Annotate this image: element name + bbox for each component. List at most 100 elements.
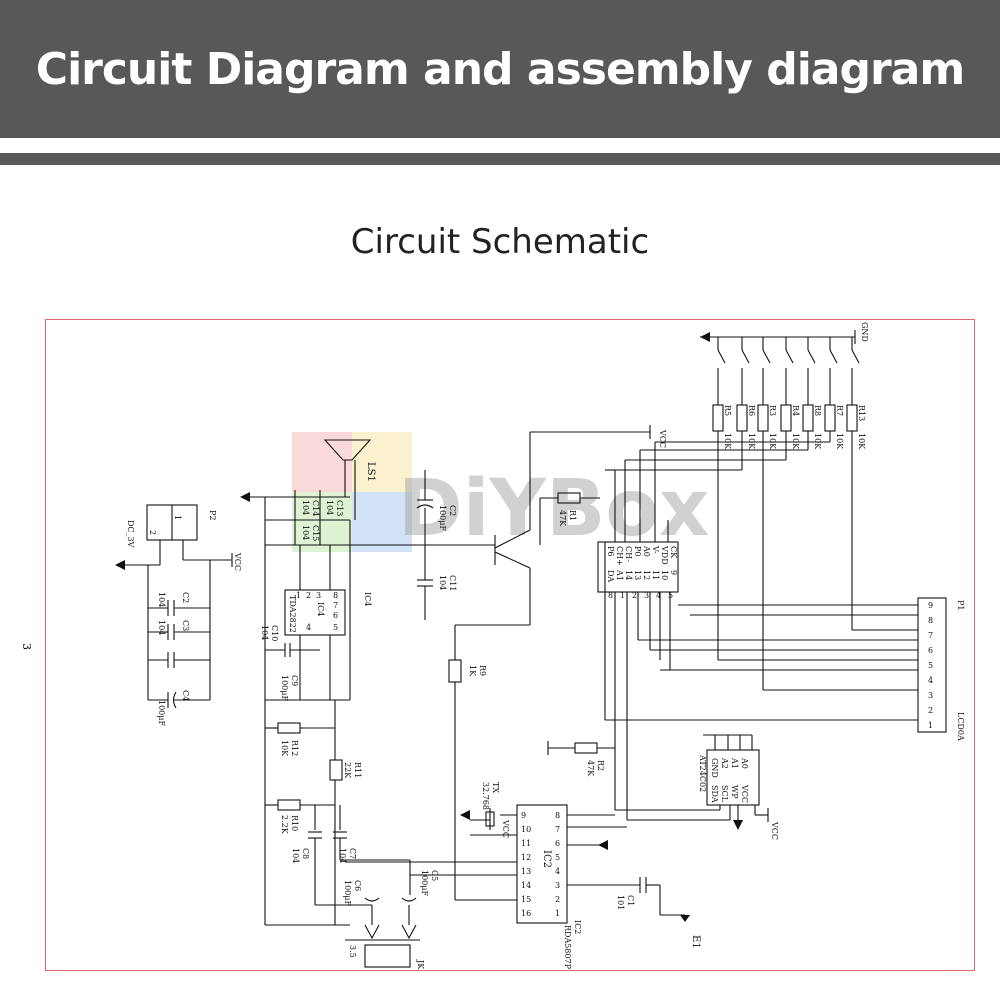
label-c4: C4 <box>181 690 190 701</box>
ic2-pin-7: 7 <box>555 825 560 834</box>
label-r6-val: 10K <box>747 433 756 450</box>
mcu-pin-9: 9 <box>669 570 678 575</box>
mcu-pin-a1: A1 <box>615 569 624 581</box>
label-c8-val: 104 <box>291 848 300 863</box>
mcu-pin-chp: CH+ <box>615 546 624 566</box>
ic2-pin-16: 16 <box>521 909 531 918</box>
section-title: Circuit Schematic <box>350 222 650 262</box>
label-c2-val: 104 <box>157 592 166 607</box>
label-c15: C15 <box>311 525 320 541</box>
mcu-pin-14: 14 <box>624 570 633 580</box>
p1-pin-9: 9 <box>928 601 933 610</box>
mcu-pin-3: 3 <box>644 591 649 600</box>
mcu-pin-12: 12 <box>642 570 651 580</box>
mcu-pin-8: 8 <box>608 591 613 600</box>
label-r3-val: 10K <box>768 433 777 450</box>
p1-pin-1: 1 <box>928 721 933 730</box>
eeprom-chip <box>706 749 760 806</box>
label-e1: E1 <box>690 935 701 949</box>
label-r5: R5 <box>723 405 732 416</box>
label-rda: RDA5807P <box>563 925 572 970</box>
ic4-pin-6: 6 <box>333 611 338 620</box>
mcu-pin-da: DA <box>606 570 615 582</box>
label-c9: C9 <box>290 675 299 686</box>
label-ic4: IC4 <box>363 592 372 606</box>
label-c3: C3 <box>181 620 190 631</box>
label-c6: C6 <box>353 880 362 891</box>
header-banner: Circuit Diagram and assembly diagram <box>0 0 1000 138</box>
ic2-pin-6: 6 <box>555 839 560 848</box>
ic2-pin-4: 4 <box>555 867 560 876</box>
label-r10: R10 <box>290 815 299 831</box>
label-c4-val: 100μF <box>157 700 166 726</box>
mcu-pin-1: 1 <box>620 591 625 600</box>
label-r7-val: 10K <box>835 433 844 450</box>
label-r8: R8 <box>813 405 822 416</box>
label-c14: C14 <box>311 500 320 516</box>
label-c2b: C2 <box>448 505 457 516</box>
label-c9-val: 100μF <box>280 675 289 701</box>
label-r9-val: 1K <box>468 665 477 677</box>
p1-pin-8: 8 <box>928 616 933 625</box>
header-divider <box>0 153 1000 165</box>
label-p2: P2 <box>208 510 217 520</box>
p1-pin-7: 7 <box>928 631 933 640</box>
watermark: DiYBox <box>292 432 709 554</box>
label-c7: C7 <box>348 848 357 859</box>
label-jk: JK <box>416 959 425 970</box>
label-c3-val: 104 <box>157 620 166 635</box>
label-vcc-1: VCC <box>233 552 242 571</box>
mcu-pin-10: 10 <box>660 570 669 580</box>
ic2-chip <box>516 804 568 924</box>
schematic-labels: DC_3V P2 1 2 VCC C2 104 C3 104 C4 100μF … <box>126 322 965 970</box>
mcu-pin-5: 5 <box>668 591 673 600</box>
label-ic4-inner: IC4 <box>316 602 325 616</box>
label-r6: R6 <box>747 405 756 416</box>
ic2-pin-8: 8 <box>555 811 560 820</box>
label-r1: R1 <box>568 510 577 521</box>
ic2-pin-9: 9 <box>521 811 526 820</box>
p1-pin-5: 5 <box>928 661 933 670</box>
mcu-pin-vdd: VDD <box>660 545 669 565</box>
at-pin-sda: SDA <box>710 785 719 803</box>
label-c6-val: 100μF <box>343 880 352 906</box>
schematic-frame <box>45 319 975 971</box>
label-c13: C13 <box>335 500 344 516</box>
mcu-pin-vm: V- <box>651 545 660 554</box>
label-c14-val: 104 <box>301 500 310 515</box>
label-c11: C11 <box>448 575 457 591</box>
label-vcc-2: VCC <box>658 429 667 448</box>
label-c11-val: 104 <box>438 575 447 590</box>
label-r4-val: 10K <box>791 433 800 450</box>
header-title: Circuit Diagram and assembly diagram <box>35 43 965 95</box>
label-vcc-4: VCC <box>770 821 779 840</box>
p1-pin-4: 4 <box>928 676 933 685</box>
ic4-pin-2: 2 <box>306 591 311 600</box>
ic2-pin-1: 1 <box>555 909 560 918</box>
label-c10-val: 104 <box>260 625 269 640</box>
at-pin-a1: A1 <box>730 757 739 769</box>
label-r4: R4 <box>791 405 800 416</box>
label-r2-val: 47K <box>586 760 595 777</box>
label-tx: TX <box>491 782 500 793</box>
label-r13-val: 10K <box>857 433 866 450</box>
mcu-pin-ck: CK <box>669 546 678 559</box>
mcu-pin-p6: P6 <box>606 546 615 556</box>
label-r11: R11 <box>353 762 362 778</box>
mcu-pin-11: 11 <box>651 570 660 580</box>
mcu-pin-2: 2 <box>632 591 637 600</box>
connector-p1 <box>917 597 947 733</box>
label-c7-val: 104 <box>338 848 347 863</box>
label-dc: DC_3V <box>126 520 135 548</box>
ic2-pin-12: 12 <box>521 853 531 862</box>
label-r7: R7 <box>835 405 844 416</box>
label-r8-val: 10K <box>813 433 822 450</box>
label-p1: P1 <box>956 600 965 610</box>
ic4-pin-5: 5 <box>333 623 338 632</box>
label-c1: C1 <box>626 895 635 906</box>
label-c10: C10 <box>270 625 279 641</box>
label-tda: TDA2822 <box>288 595 297 633</box>
label-r5-val: 10K <box>723 433 732 450</box>
watermark-text: DiYBox <box>398 464 709 554</box>
ic4-pin-7: 7 <box>333 601 338 610</box>
